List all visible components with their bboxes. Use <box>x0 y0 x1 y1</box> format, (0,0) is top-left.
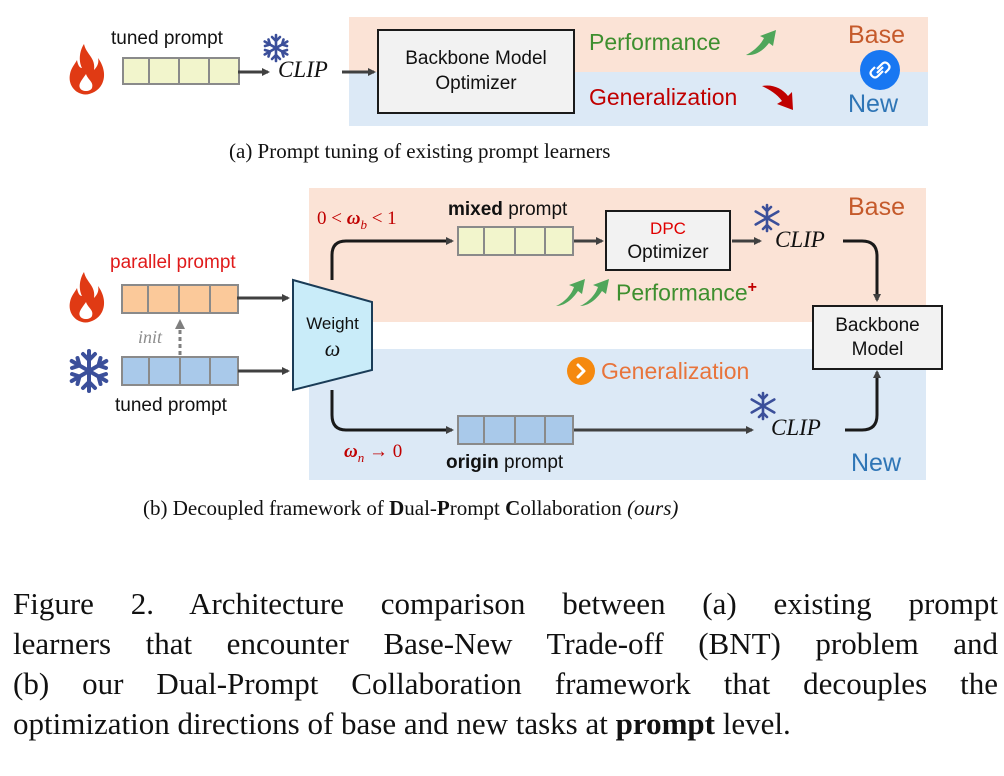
caption-line4-pre: optimization directions of base and new … <box>13 706 616 741</box>
fire-icon <box>69 272 105 323</box>
prompt-token <box>485 226 516 256</box>
caption-ual: ual- <box>404 496 437 520</box>
weight-label-line1: Weight <box>306 314 359 333</box>
caption-c: C <box>505 496 521 520</box>
caption-line4-bold: prompt <box>615 706 715 741</box>
prompt-token <box>457 226 485 256</box>
snowflake-icon <box>69 349 109 393</box>
mixed-prompt-label-bold: mixed <box>448 199 503 220</box>
prompt-token <box>150 57 180 85</box>
base-weight-condition: 0 < ωb < 1 <box>317 208 397 232</box>
origin-prompt-label-rest: prompt <box>498 452 564 473</box>
panel-a-optimizer-box: Backbone Model Optimizer <box>377 29 575 114</box>
origin-prompt-tokens <box>457 415 574 445</box>
prompt-token <box>516 226 546 256</box>
prompt-token <box>211 284 239 314</box>
caption-rompt: rompt <box>449 496 506 520</box>
dpc-optimizer-box: DPC Optimizer <box>605 210 731 271</box>
caption-p: P <box>436 496 450 520</box>
origin-prompt-label: origin prompt <box>446 452 563 474</box>
prompt-token <box>485 415 516 445</box>
figure-caption: Figure 2. Architecture comparison betwee… <box>13 584 998 744</box>
mixed-prompt-label: mixed prompt <box>448 199 567 221</box>
weight-symbol: ω <box>324 336 341 361</box>
panel-b-tuned-prompt-tokens <box>121 356 239 386</box>
panel-b-caption: (b) Decoupled framework of Dual-Prompt C… <box>143 496 678 521</box>
prompt-token <box>121 356 150 386</box>
parallel-prompt-label: parallel prompt <box>110 252 236 273</box>
dpc-optimizer-label: Optimizer <box>627 242 709 263</box>
panel-a-base-label: Base <box>848 21 905 49</box>
mixed-prompt-label-rest: prompt <box>502 199 568 220</box>
prompt-token <box>121 284 149 314</box>
panel-a-generalization-label: Generalization <box>589 84 738 110</box>
panel-b-new-label: New <box>851 449 902 477</box>
new-weight-condition: ωn → 0 <box>344 441 403 465</box>
panel-a-tuned-prompt-tokens <box>122 57 240 85</box>
optimizer-box-line2: Optimizer <box>435 73 517 94</box>
prompt-token <box>122 57 150 85</box>
panel-a-performance-label: Performance <box>589 29 721 55</box>
init-label: init <box>138 327 163 347</box>
prompt-token <box>180 284 211 314</box>
panel-a-clip-label: CLIP <box>278 57 328 82</box>
prompt-token <box>546 226 574 256</box>
caption-prefix: (b) Decoupled framework of <box>143 496 390 520</box>
panel-a-new-label: New <box>848 90 899 118</box>
weight-label: Weight ω <box>293 314 372 362</box>
caption-ollab: ollaboration <box>520 496 628 520</box>
figure-caption-line: optimization directions of base and new … <box>13 704 998 744</box>
prompt-token <box>546 415 574 445</box>
caption-line4-post: level. <box>714 706 791 741</box>
prompt-token <box>150 356 181 386</box>
prompt-token <box>210 57 240 85</box>
mixed-prompt-tokens <box>457 226 574 256</box>
panel-a-tuned-prompt-label: tuned prompt <box>111 28 223 49</box>
panel-b-tuned-prompt-label: tuned prompt <box>115 395 227 416</box>
optimizer-box-line1: Backbone Model <box>405 48 547 69</box>
panel-b-performance-label: Performance+ <box>616 279 757 307</box>
origin-prompt-label-bold: origin <box>446 452 499 473</box>
caption-d: D <box>389 496 405 520</box>
panel-b-clip-new-label: CLIP <box>771 415 821 440</box>
prompt-token <box>457 415 485 445</box>
prompt-token <box>211 356 239 386</box>
backbone-line1: Backbone <box>835 315 920 336</box>
panel-b-generalization-label: Generalization <box>601 358 750 384</box>
figure-caption-line: Figure 2. Architecture comparison betwee… <box>13 586 998 621</box>
backbone-model-box: Backbone Model <box>812 305 943 370</box>
dpc-label: DPC <box>650 219 686 238</box>
panel-b-base-label: Base <box>848 193 905 221</box>
figure-caption-line: (b) our Dual-Prompt Collaboration framew… <box>13 666 998 701</box>
prompt-token <box>516 415 546 445</box>
prompt-token <box>149 284 180 314</box>
panel-b-clip-base-label: CLIP <box>775 227 825 252</box>
performance-plus: + <box>747 279 758 296</box>
backbone-line2: Model <box>851 339 904 360</box>
prompt-token <box>181 356 211 386</box>
performance-text: Performance <box>616 279 748 306</box>
caption-ours: (ours) <box>627 496 679 520</box>
panel-a-caption: (a) Prompt tuning of existing prompt lea… <box>229 139 611 163</box>
parallel-prompt-tokens <box>121 284 239 314</box>
prompt-token <box>180 57 210 85</box>
figure-caption-line: learners that encounter Base-New Trade-o… <box>13 626 998 661</box>
